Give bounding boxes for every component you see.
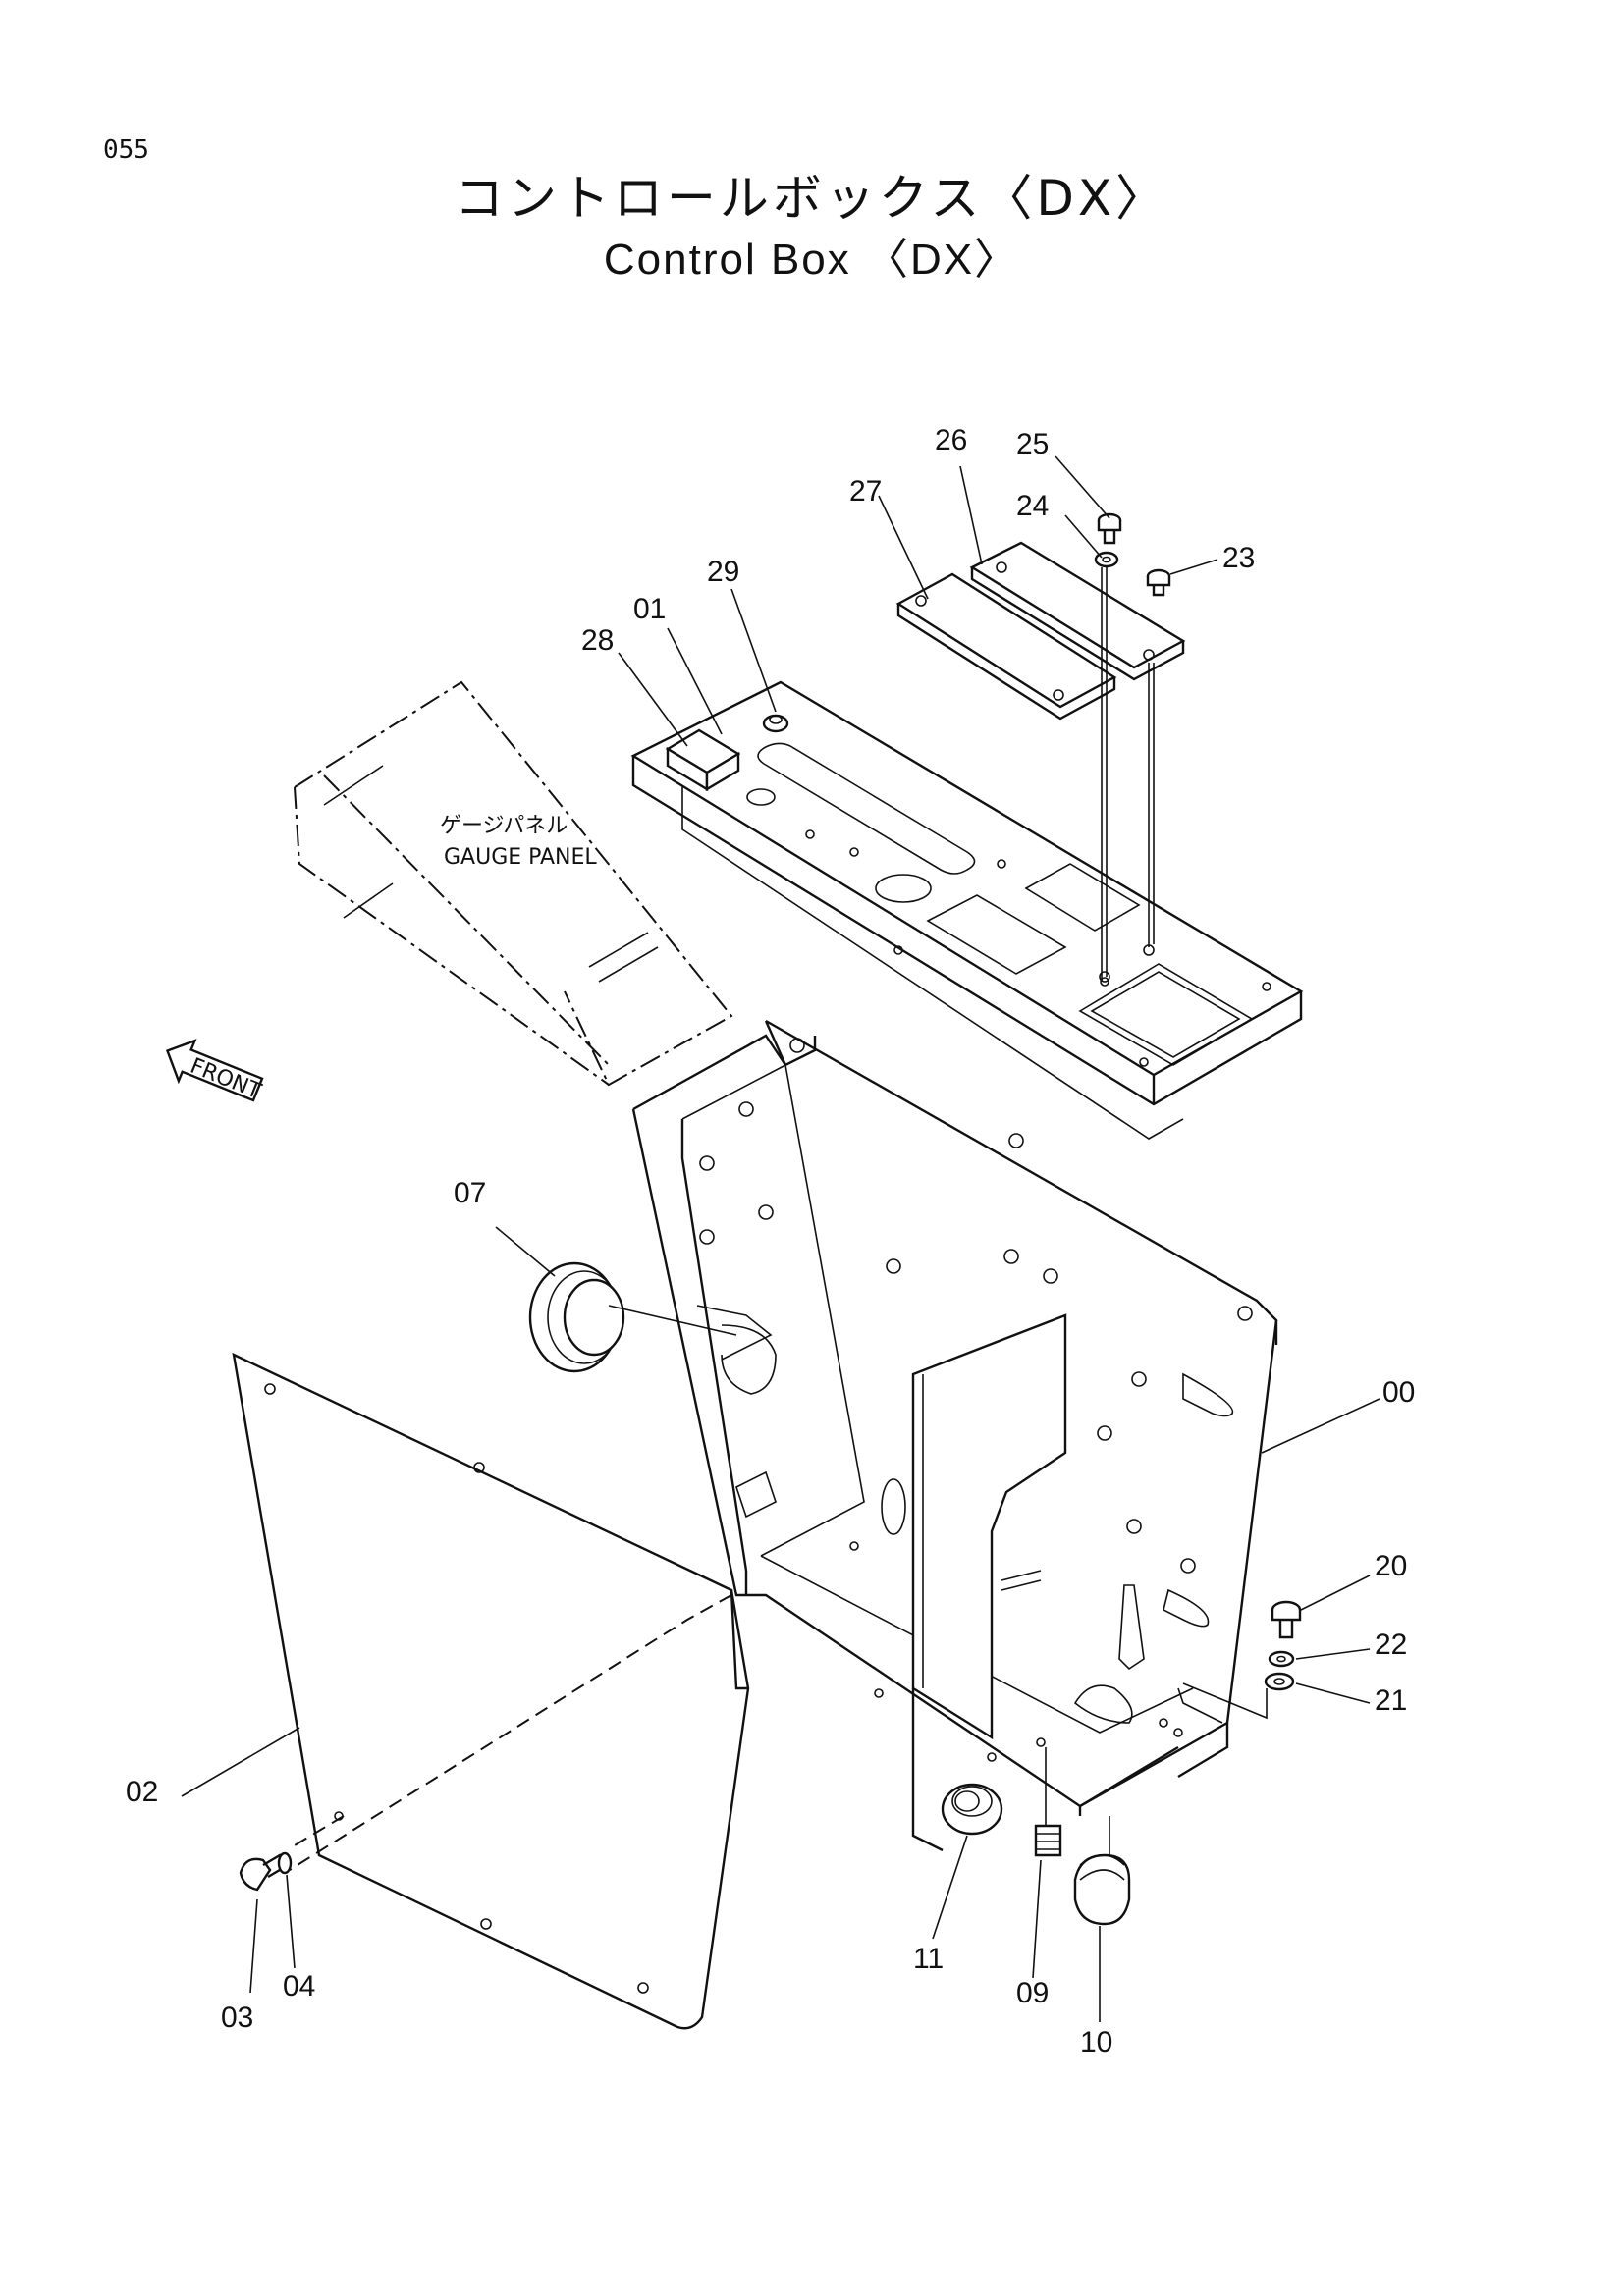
top-cover-plate — [630, 680, 1304, 1140]
part-label-28: 28 — [581, 624, 614, 657]
grommet-part-07 — [528, 1261, 737, 1373]
bolt-part-20 — [1271, 1600, 1302, 1639]
part-label-24: 24 — [1016, 490, 1049, 522]
page-number: 055 — [103, 135, 149, 165]
part-label-00: 00 — [1382, 1376, 1415, 1409]
part-label-23: 23 — [1222, 542, 1255, 574]
cover-plate-27 — [895, 572, 1117, 721]
part-label-21: 21 — [1375, 1684, 1407, 1717]
part-label-07: 07 — [454, 1177, 486, 1209]
title-english: Control Box 〈DX〉 — [603, 236, 1020, 284]
screw-part-09 — [1034, 1747, 1062, 1857]
pad-part-28 — [665, 728, 741, 792]
title-japanese: コントロールボックス〈DX〉 — [454, 170, 1169, 227]
front-arrow-icon: FRONT — [165, 1039, 265, 1105]
grommet-part-29 — [762, 714, 789, 733]
grommet-part-11 — [941, 1783, 1003, 1836]
part-label-01: 01 — [633, 593, 666, 625]
side-cover-plate — [232, 1352, 750, 2030]
part-label-26: 26 — [935, 424, 967, 456]
part-label-09: 09 — [1016, 1977, 1049, 2009]
part-label-10: 10 — [1080, 2026, 1112, 2058]
washer-part-21 — [1264, 1672, 1295, 1691]
grommet-part-10 — [1073, 1816, 1131, 1926]
gauge-panel-label-en: GAUGE PANEL — [444, 845, 597, 870]
screw-part-25 — [1097, 512, 1122, 545]
part-label-20: 20 — [1375, 1550, 1407, 1582]
part-label-11: 11 — [913, 1943, 944, 1975]
front-arrow-label: FRONT — [187, 1054, 265, 1105]
cover-plate-26 — [969, 541, 1186, 681]
part-label-25: 25 — [1016, 428, 1049, 460]
part-label-29: 29 — [707, 556, 739, 588]
part-label-04: 04 — [283, 1970, 315, 2002]
gauge-panel-outline — [294, 680, 733, 1087]
part-label-27: 27 — [849, 475, 882, 507]
control-box-body — [631, 1019, 1278, 1852]
leader-lines — [181, 455, 1380, 2022]
part-label-02: 02 — [126, 1776, 158, 1808]
gauge-panel-label-jp: ゲージパネル — [440, 814, 568, 838]
part-label-22: 22 — [1375, 1629, 1407, 1661]
part-label-03: 03 — [221, 2002, 253, 2034]
washer-part-04 — [277, 1851, 293, 1875]
washer-part-22 — [1268, 1650, 1295, 1668]
screw-part-23 — [1146, 568, 1171, 597]
